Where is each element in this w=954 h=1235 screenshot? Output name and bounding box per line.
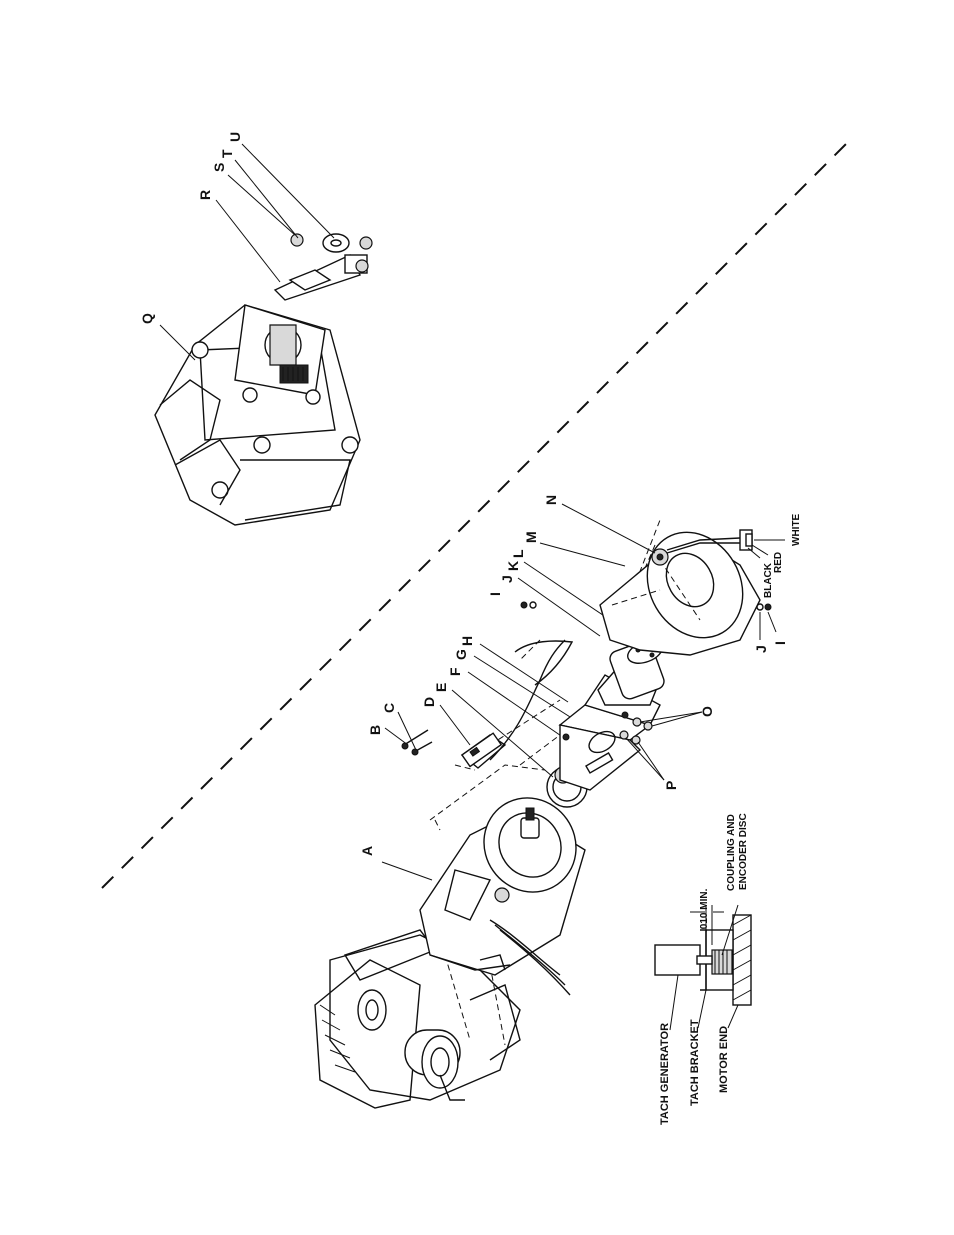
detail-motor-end-label: MOTOR END: [718, 1026, 730, 1093]
housing-Q: [155, 305, 360, 525]
detail-coupling-label-line2: ENCODER DISC: [738, 813, 749, 890]
callout-L: L: [510, 549, 526, 558]
callout-M: M: [523, 531, 539, 543]
wire-label-red: RED: [773, 552, 784, 573]
callout-U: U: [227, 132, 243, 142]
callout-C: C: [381, 703, 397, 713]
callout-B: B: [367, 725, 383, 735]
callout-A: A: [359, 846, 375, 856]
callout-K: K: [505, 561, 521, 571]
callout-R: R: [197, 190, 213, 200]
callout-O: O: [699, 706, 715, 717]
grommet-N: [652, 549, 668, 565]
detail-clearance-label: .010 MIN.: [699, 888, 710, 932]
callout-J: J: [499, 575, 515, 583]
callout-Q: Q: [139, 313, 155, 324]
coupling-parts-R-S-T-U: [275, 234, 372, 300]
callout-E: E: [433, 683, 449, 692]
wire-label-white: WHITE: [791, 513, 802, 546]
callout-F: F: [447, 667, 463, 676]
detail-tach-bracket-label: TACH BRACKET: [689, 1019, 701, 1106]
callout-I-lower: I: [772, 641, 788, 645]
detail-coupling-label-line1: COUPLING AND: [726, 814, 737, 891]
detail-tach-generator-label: TACH GENERATOR: [659, 1023, 671, 1125]
callout-J-lower: J: [753, 645, 769, 653]
callout-S: S: [211, 163, 227, 172]
screws-B-C: [402, 730, 432, 755]
cover-M: [600, 515, 761, 655]
callout-T: T: [219, 149, 235, 158]
separator-dashed-line: [102, 144, 846, 888]
callout-P: P: [663, 781, 679, 790]
callout-I: I: [487, 592, 503, 596]
callout-G: G: [453, 649, 469, 660]
callout-H: H: [459, 636, 475, 646]
callout-N: N: [543, 495, 559, 505]
callout-D: D: [421, 697, 437, 707]
